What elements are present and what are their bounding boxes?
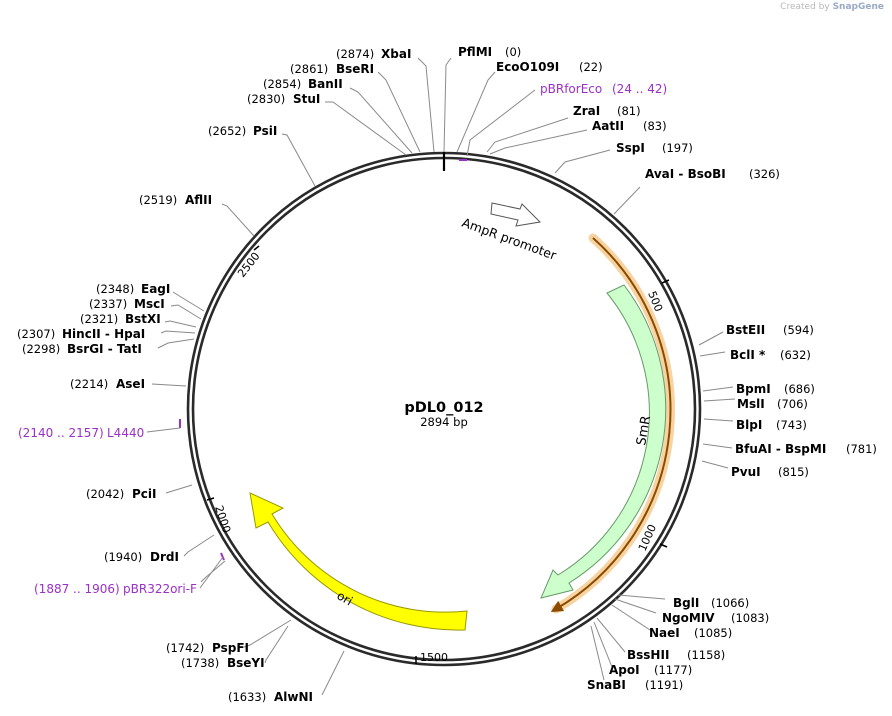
enzyme-label[interactable]: (2214)AseI xyxy=(70,377,145,391)
snapgene-watermark: Created by SnapGene xyxy=(780,2,884,12)
enzyme-label[interactable]: NgoMIV(1083) xyxy=(662,611,769,625)
enzyme-label[interactable]: AvaI - BsoBI(326) xyxy=(645,167,780,181)
enzyme-label[interactable]: PvuI(815) xyxy=(731,465,809,479)
enzyme-label[interactable]: (1940)DrdI xyxy=(104,550,179,564)
enzyme-label[interactable]: (2298)BsrGI - TatI xyxy=(22,342,142,356)
enzyme-label[interactable]: BssHII(1158) xyxy=(627,648,725,662)
feature-smr[interactable]: SmR xyxy=(540,284,667,599)
primer-label[interactable]: pBRforEco(24 .. 42) xyxy=(540,82,667,96)
enzyme-label[interactable]: SnaBI(1191) xyxy=(587,678,683,692)
tick-mark-1000 xyxy=(659,543,668,548)
enzyme-label[interactable]: ApoI(1177) xyxy=(609,663,692,677)
enzyme-label[interactable]: (2830)StuI xyxy=(247,92,320,106)
tick-mark-2000 xyxy=(206,497,215,501)
enzyme-label[interactable]: BstEII(594) xyxy=(726,323,814,337)
feature-ori[interactable]: ori xyxy=(249,492,468,631)
tick-mark-500 xyxy=(661,279,670,284)
ampr-promoter-label: AmpR promoter xyxy=(460,215,559,263)
enzyme-label[interactable]: (1633)AlwNI xyxy=(228,690,313,704)
enzyme-label[interactable]: (2874)XbaI xyxy=(336,47,411,61)
plasmid-length: 2894 bp xyxy=(420,415,468,429)
enzyme-label[interactable]: ZraI(81) xyxy=(573,104,641,118)
enzyme-label[interactable]: BfuAI - BspMI(781) xyxy=(735,442,877,456)
feature-smr-band xyxy=(550,233,675,614)
enzyme-label[interactable]: BclI *(632) xyxy=(730,348,811,362)
enzyme-label[interactable]: PflMI(0) xyxy=(458,45,521,59)
enzyme-label[interactable]: (2861)BseRI xyxy=(290,62,374,76)
primer-labels: pBRforEco(24 .. 42) (2140 .. 2157)L4440 … xyxy=(18,82,667,596)
primer-label[interactable]: (2140 .. 2157)L4440 xyxy=(18,426,144,440)
enzyme-label[interactable]: SspI(197) xyxy=(616,141,693,155)
enzyme-label[interactable]: EcoO109I(22) xyxy=(496,60,603,74)
feature-ampr-promoter[interactable]: AmpR promoter xyxy=(460,202,559,263)
tick-label-2000: 2000 xyxy=(212,504,233,535)
tick-mark-2500 xyxy=(253,245,260,251)
enzyme-label[interactable]: (1738)BseYI xyxy=(181,656,265,670)
enzyme-label[interactable]: NaeI(1085) xyxy=(649,626,732,640)
enzyme-label[interactable]: (2321)BstXI xyxy=(80,312,161,326)
enzyme-label[interactable]: AatII(83) xyxy=(592,119,667,133)
enzyme-label[interactable]: MslI(706) xyxy=(737,397,808,411)
enzyme-label[interactable]: (2042)PciI xyxy=(86,487,157,501)
enzyme-label[interactable]: BglI(1066) xyxy=(673,596,749,610)
leader-lines xyxy=(146,57,736,696)
primer-marks xyxy=(179,159,467,561)
enzyme-labels: PflMI(0) (2874)XbaI (2861)BseRI (2854)Ba… xyxy=(17,45,877,704)
enzyme-label[interactable]: BpmI(686) xyxy=(736,382,815,396)
enzyme-label[interactable]: (2652)PsiI xyxy=(208,124,277,138)
enzyme-label[interactable]: (2307)HincII - HpaI xyxy=(17,327,145,341)
ori-label: ori xyxy=(335,588,356,608)
snapgene-logo: SnapGene xyxy=(832,2,884,12)
plasmid-name: pDL0_012 xyxy=(404,400,483,416)
enzyme-label[interactable]: (2519)AflII xyxy=(139,193,212,207)
watermark-prefix: Created by xyxy=(780,2,830,12)
tick-label-1500: 1500 xyxy=(420,651,448,664)
primer-label[interactable]: (1887 .. 1906)pBR322ori-F xyxy=(34,582,197,596)
enzyme-label[interactable]: (2348)EagI xyxy=(96,282,170,296)
enzyme-label[interactable]: BlpI(743) xyxy=(736,418,807,432)
enzyme-label[interactable]: (1742)PspFI xyxy=(166,641,249,655)
smr-label: SmR xyxy=(634,415,654,447)
enzyme-label[interactable]: (2337)MscI xyxy=(89,297,165,311)
enzyme-label[interactable]: (2854)BanII xyxy=(263,77,343,91)
